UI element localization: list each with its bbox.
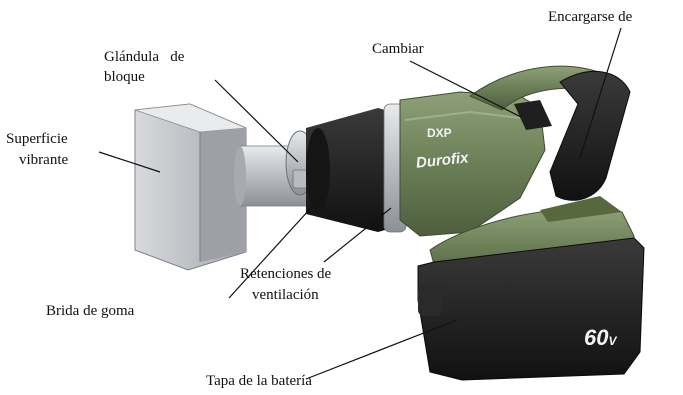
- vibrating-plate: [134, 103, 247, 271]
- grip: [549, 70, 631, 201]
- label-plate-line2: vibrante: [19, 152, 69, 168]
- label-vents-line1: Retenciones de: [240, 266, 332, 282]
- trigger: [514, 100, 552, 130]
- label-battery: Tapa de la batería: [206, 373, 312, 389]
- leader-flange: [228, 198, 320, 299]
- label-gland-line1: Glándula de: [104, 49, 185, 65]
- label-gland-line2: bloque: [104, 69, 145, 85]
- label-plate-line1: Superficie: [6, 131, 68, 147]
- voltage-marking: 60V: [584, 326, 617, 353]
- label-flange: Brida de goma: [46, 303, 135, 319]
- voltage-value: 60: [584, 325, 609, 350]
- leader-trigger: [409, 60, 522, 118]
- model-marking: DXP: [427, 126, 452, 140]
- battery-pack: [417, 237, 645, 381]
- leader-plate: [98, 151, 161, 173]
- leader-vents: [323, 207, 392, 263]
- label-trigger: Cambiar: [372, 41, 424, 57]
- leader-battery: [305, 319, 458, 380]
- leader-gland: [214, 79, 299, 163]
- voltage-unit: V: [608, 334, 617, 348]
- label-grip: Encargarse de: [548, 9, 633, 25]
- leader-lines: [98, 27, 622, 380]
- motor-housing: [399, 91, 546, 237]
- leader-grip: [579, 27, 622, 159]
- rubber-boot: [306, 108, 392, 232]
- label-vents-line2: ventilación: [252, 287, 319, 303]
